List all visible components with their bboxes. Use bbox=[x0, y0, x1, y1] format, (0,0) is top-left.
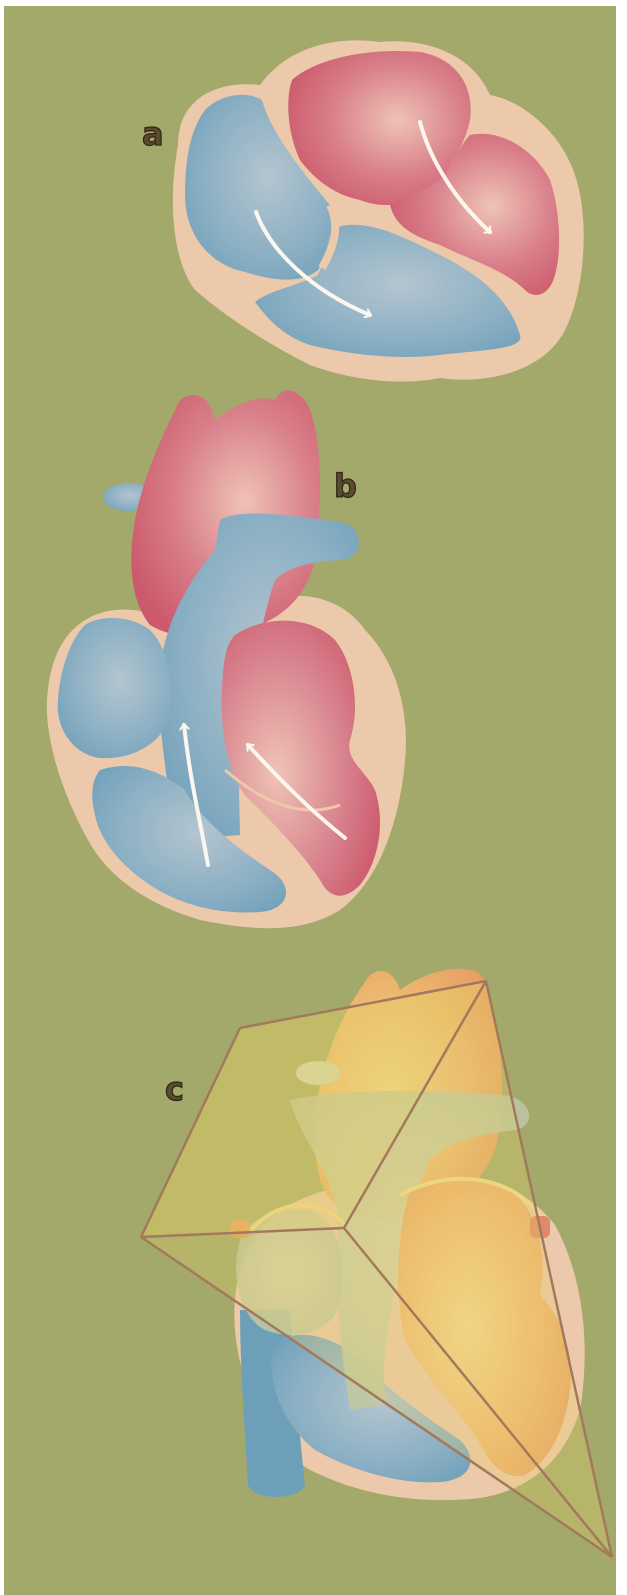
panel-a-label: a bbox=[142, 115, 164, 153]
panel-c-label: c bbox=[165, 1070, 184, 1108]
panel-b-label: b bbox=[334, 467, 357, 505]
panel-b-right-atrium bbox=[58, 618, 171, 758]
